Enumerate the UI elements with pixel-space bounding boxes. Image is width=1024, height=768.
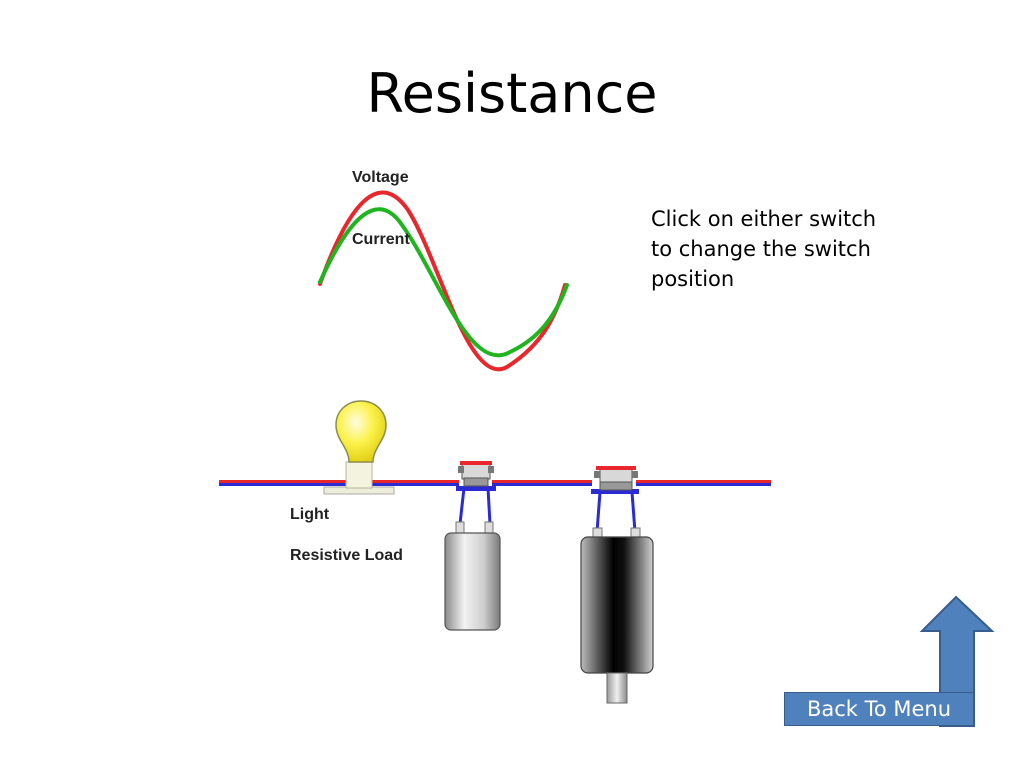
current-wave (318, 207, 569, 358)
large-motor-icon (580, 491, 654, 704)
small-motor-icon (444, 487, 501, 631)
slide-title: Resistance (366, 62, 658, 125)
voltage-wave (318, 190, 567, 372)
light-label: Light (290, 506, 330, 523)
instruction-line: position (651, 267, 735, 291)
instructions-text: Click on either switch to change the swi… (651, 204, 901, 294)
current-label: Current (352, 231, 410, 248)
instruction-line: to change the switch (651, 237, 871, 261)
switch-2[interactable] (591, 466, 639, 494)
up-arrow-icon[interactable] (919, 595, 995, 727)
back-to-menu-button[interactable]: Back To Menu (784, 692, 974, 726)
main-wire (219, 480, 771, 486)
light-bulb-icon (323, 400, 395, 495)
voltage-label: Voltage (352, 169, 409, 186)
load-label: Resistive Load (290, 547, 403, 564)
instruction-line: Click on either switch (651, 207, 877, 231)
switch-1[interactable] (456, 461, 496, 491)
